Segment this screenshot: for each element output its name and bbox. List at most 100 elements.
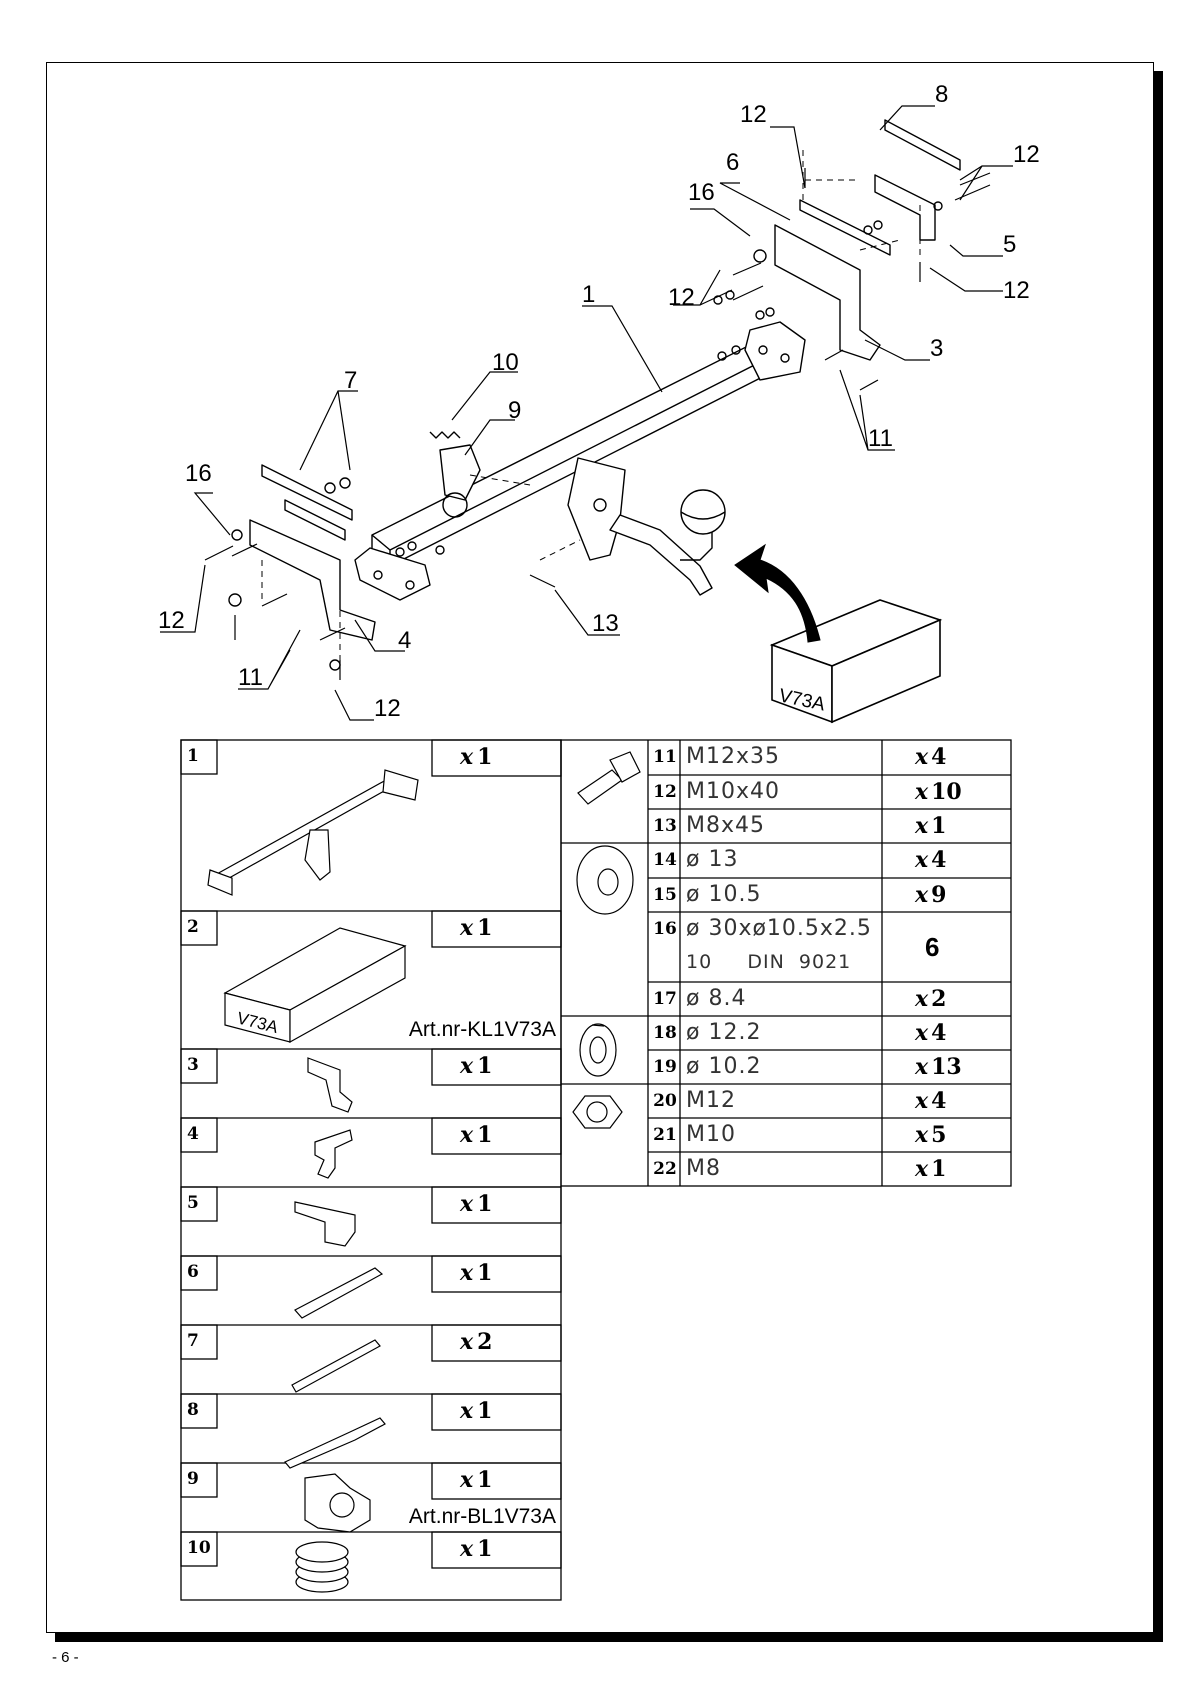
qty-cell (431, 739, 562, 777)
qty-value: 2 (931, 986, 947, 1012)
part-number: 10 (187, 1538, 211, 1558)
fastener-number: 16 (653, 919, 677, 939)
part-number-cell (180, 1462, 218, 1498)
qty-value: 5 (931, 1122, 947, 1148)
callout-11: 11 (868, 425, 893, 452)
qty-multiplier: x (460, 1467, 474, 1493)
insert-arrow-icon (734, 543, 821, 643)
qty-value: 1 (477, 1260, 493, 1286)
exploded-assembly-diagram: V73A 1 8 12 12 6 16 5 12 12 3 10 (158, 81, 1040, 724)
page-number: - 6 - (52, 1649, 79, 1666)
part-number: 9 (187, 1469, 199, 1489)
callout-12: 12 (1003, 277, 1030, 304)
callout-10: 10 (492, 349, 519, 376)
qty-multiplier: x (915, 813, 929, 839)
qty-value: 4 (931, 1088, 947, 1114)
qty-cell (431, 1324, 562, 1362)
qty-multiplier: x (915, 1020, 929, 1046)
qty-multiplier: x (460, 1329, 474, 1355)
callout-4: 4 (398, 627, 411, 654)
qty-cell (431, 1462, 562, 1500)
callout-3: 3 (930, 335, 943, 362)
thumb-bracket-5 (294, 1201, 356, 1247)
qty-value: 6 (925, 932, 940, 962)
qty-multiplier: x (460, 1122, 474, 1148)
part-number: 2 (187, 917, 199, 937)
qty-value: 1 (477, 744, 493, 770)
kit-box (769, 599, 943, 724)
part-number-cell (180, 1393, 218, 1429)
qty-multiplier: x (915, 1122, 929, 1148)
part-number: 3 (187, 1055, 199, 1075)
qty-value: 1 (477, 915, 493, 941)
thumb-bolt (577, 751, 641, 805)
fastener-number: 13 (653, 816, 677, 836)
fastener-quantity: 6 (925, 932, 939, 963)
part-number-cell (180, 1324, 218, 1360)
qty-multiplier: x (915, 1054, 929, 1080)
qty-multiplier: x (915, 986, 929, 1012)
thumb-bracket-3 (307, 1057, 353, 1113)
fastener-number: 17 (653, 989, 677, 1009)
callout-6: 6 (726, 149, 739, 176)
qty-value: 4 (931, 744, 947, 770)
qty-multiplier: x (915, 1156, 929, 1182)
part-number: 7 (187, 1331, 199, 1351)
qty-multiplier: x (460, 915, 474, 941)
fastener-spec: ø 10.5 (686, 882, 762, 907)
fastener-number: 20 (653, 1091, 677, 1111)
qty-cell (431, 1531, 562, 1569)
callout-12: 12 (158, 607, 185, 634)
qty-cell (431, 910, 562, 948)
qty-value: 9 (931, 882, 947, 908)
qty-cell (431, 1186, 562, 1224)
fastener-spec: M8 (686, 1156, 721, 1181)
callout-1: 1 (582, 281, 595, 308)
right-end-plate (744, 321, 806, 381)
leader-lines (160, 105, 1013, 721)
thumb-nut (572, 1095, 623, 1129)
fastener-number: 21 (653, 1125, 677, 1145)
fastener-number: 11 (653, 747, 677, 767)
part-number: 8 (187, 1400, 199, 1420)
part-number-cell (180, 910, 218, 946)
thumb-bracket-4 (314, 1129, 353, 1179)
qty-multiplier: x (915, 779, 929, 805)
qty-value: 1 (477, 1053, 493, 1079)
fastener-spec-standard: 10 DIN 9021 (686, 951, 852, 973)
callout-12: 12 (1013, 141, 1040, 168)
qty-multiplier: x (915, 1088, 929, 1114)
thumb-strip-7 (291, 1339, 381, 1393)
callout-12: 12 (740, 101, 767, 128)
qty-value: 1 (931, 1156, 947, 1182)
fastener-spec: ø 8.4 (686, 986, 747, 1011)
part-number-cell (180, 1048, 218, 1084)
callout-5: 5 (1003, 231, 1016, 258)
callout-7: 7 (344, 367, 357, 394)
article-number: Art.nr-BL1V73A (408, 1505, 556, 1528)
qty-multiplier: x (460, 744, 474, 770)
qty-value: 4 (931, 1020, 947, 1046)
fastener-number: 18 (653, 1023, 677, 1043)
qty-multiplier: x (915, 882, 929, 908)
part-number: 4 (187, 1124, 199, 1144)
fastener-spec: M12x35 (686, 744, 780, 769)
socket-plate (439, 444, 481, 501)
left-bracket (249, 519, 376, 641)
callout-12: 12 (668, 284, 695, 311)
right-bracket (774, 224, 881, 361)
